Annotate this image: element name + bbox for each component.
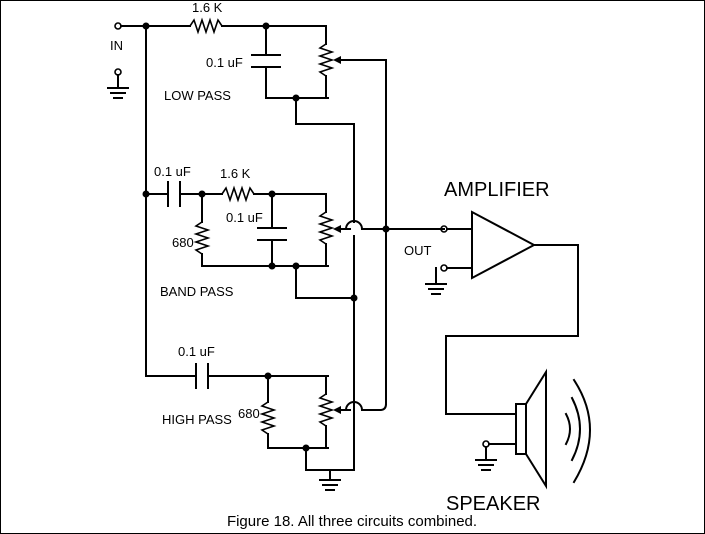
capacitor-high-label: 0.1 uF — [178, 344, 215, 359]
ground-symbol — [107, 68, 129, 99]
high-pass-label: HIGH PASS — [162, 412, 232, 427]
resistor-low-label: 1.6 K — [192, 0, 223, 15]
resistor-band-shunt — [193, 221, 211, 255]
ground-symbol — [425, 267, 447, 295]
band-pass-label: BAND PASS — [160, 284, 234, 299]
high-pass-section — [195, 363, 355, 491]
amplifier-label: AMPLIFIER — [444, 179, 550, 201]
speaker — [482, 368, 591, 490]
amplifier — [440, 210, 579, 415]
common-bus — [350, 235, 358, 471]
amplifier-triangle — [471, 210, 537, 280]
speaker-label: SPEAKER — [446, 493, 540, 515]
resistor-band-series — [221, 185, 255, 203]
capacitor-low-label: 0.1 uF — [206, 55, 243, 70]
resistor-band-shunt-label: 680 — [172, 235, 194, 250]
resistor-high-label: 680 — [238, 406, 260, 421]
input-bus — [142, 22, 197, 377]
ground-symbol — [319, 479, 341, 491]
sound-wave-3 — [572, 378, 591, 484]
capacitor-band-shunt-label: 0.1 uF — [226, 210, 263, 225]
potentiometer-high — [317, 393, 335, 427]
low-pass-label: LOW PASS — [164, 88, 231, 103]
potentiometer-band — [317, 211, 335, 245]
sound-wave-1 — [564, 412, 571, 446]
sound-wave-2 — [570, 396, 581, 462]
low-pass-section — [189, 17, 357, 223]
ground-symbol — [475, 446, 497, 471]
out-label: OUT — [404, 243, 432, 258]
figure-caption: Figure 18. All three circuits combined. — [227, 513, 477, 530]
input-label: IN — [110, 38, 123, 53]
wiper-bus — [344, 59, 445, 412]
input-terminal — [114, 22, 147, 30]
resistor-band-series-label: 1.6 K — [220, 166, 251, 181]
potentiometer-low — [317, 43, 335, 77]
resistor-low-series — [189, 17, 223, 35]
resistor-high-shunt — [259, 401, 277, 435]
band-pass-section — [167, 181, 355, 299]
capacitor-band-series-label: 0.1 uF — [154, 164, 191, 179]
